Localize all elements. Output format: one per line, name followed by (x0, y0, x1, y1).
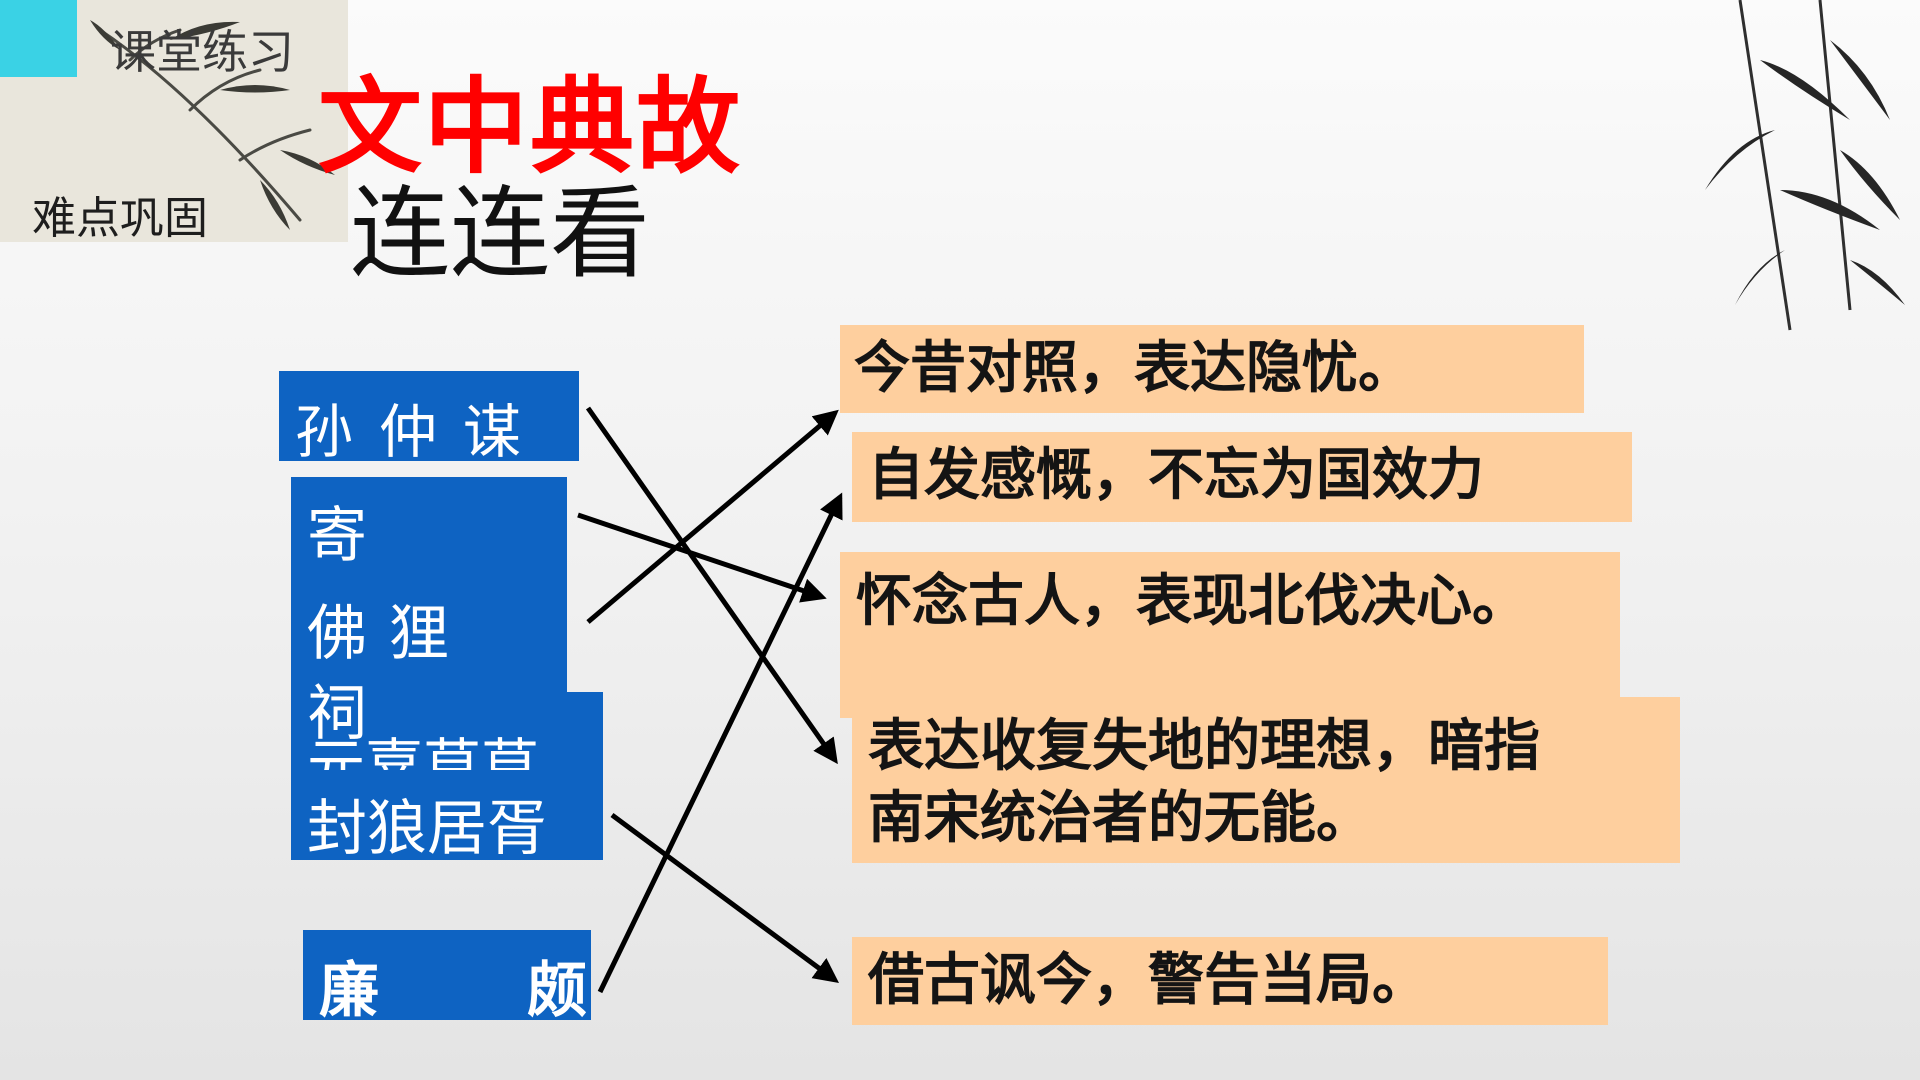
connector-arrow (597, 492, 843, 994)
item-lian-po-label-right: 颇 (527, 956, 587, 1026)
answer-text: 借古讽今，警告当局。 (868, 948, 1428, 1013)
item-sun-zhongmou-label: 孙仲谋 (295, 398, 548, 466)
main-title: 文中典故 (318, 66, 743, 188)
answer-box-1[interactable]: 今昔对照，表达隐忧。 (840, 325, 1584, 413)
accent-block (0, 0, 77, 77)
section-subtitle: 难点巩固 (32, 193, 208, 244)
item-jinu-line: 封狼居胥 (307, 794, 547, 864)
answer-text-line-1: 表达收复失地的理想，暗指 (868, 714, 1540, 779)
connector-arrow (577, 512, 827, 603)
item-sun-zhongmou[interactable]: 孙仲谋 (279, 371, 579, 466)
answer-box-3[interactable]: 怀念古人，表现北伐决心。 (840, 552, 1620, 718)
connector-arrow (586, 409, 839, 624)
sub-title: 连连看 (350, 175, 650, 292)
item-jinu-box-lower[interactable] (291, 692, 603, 860)
item-jinu-box-upper[interactable] (291, 477, 567, 712)
answer-text: 自发感慨，不忘为国效力 (868, 443, 1484, 508)
answer-box-5[interactable]: 借古讽今，警告当局。 (852, 937, 1608, 1025)
item-jinu-line: 寄 (307, 501, 367, 571)
connector-arrow (585, 406, 838, 765)
item-lian-po[interactable]: 廉 颇 (303, 930, 591, 1026)
item-jinu-line: 祠 (307, 679, 367, 749)
answer-text: 今昔对照，表达隐忧。 (854, 336, 1414, 401)
leaf-icon (90, 20, 335, 230)
answer-text: 怀念古人，表现北伐决心。 (856, 569, 1528, 634)
item-jinu-line: 元嘉草草 (307, 732, 540, 770)
answer-box-4[interactable]: 表达收复失地的理想，暗指 南宋统治者的无能。 (852, 697, 1680, 863)
item-jinu-line: 佛狸 (307, 599, 471, 669)
answer-box-2[interactable]: 自发感慨，不忘为国效力 (852, 432, 1632, 522)
section-title: 课堂练习 (110, 25, 294, 79)
item-lian-po-label-left: 廉 (319, 956, 379, 1026)
bamboo-icon (1705, 0, 1905, 331)
answer-text-line-2: 南宋统治者的无能。 (868, 786, 1372, 851)
connector-arrow (610, 812, 840, 983)
